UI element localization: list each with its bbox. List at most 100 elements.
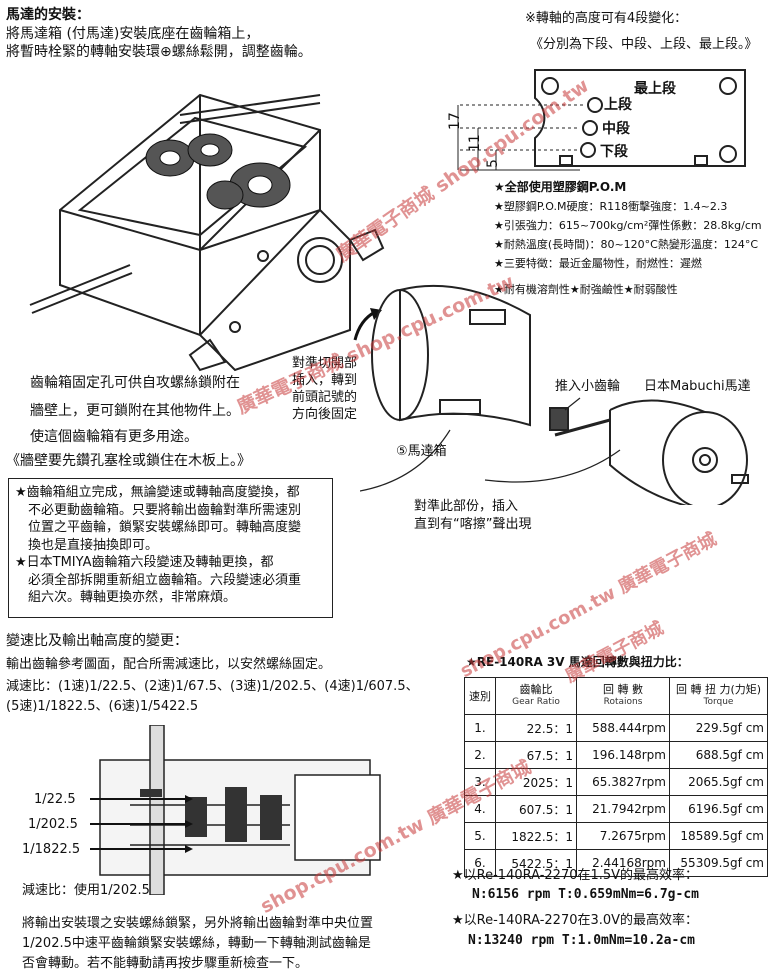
dim-17: 17 — [447, 112, 463, 130]
align-cut-text-4: 方向後固定 — [292, 407, 358, 422]
ratio-title: 變速比及輸出軸高度的變更： — [6, 633, 188, 649]
cell-ratio: 607.5：1 — [495, 795, 577, 823]
cell-no: 2. — [464, 741, 496, 769]
cell-ratio: 67.5：1 — [495, 741, 577, 769]
col-ratio-header: 齒輪比 Gear Ratio — [495, 677, 577, 715]
gearbox-illustration — [29, 93, 385, 372]
level-hole-upper — [587, 97, 603, 113]
cell-no: 1. — [464, 714, 496, 742]
note-line: 組六次。轉軸更換亦然，非常麻煩。 — [15, 590, 237, 605]
mounting-line-4: 《牆壁要先鑽孔塞栓或鎖住在木板上。》 — [6, 453, 251, 469]
note-line: ★日本TMIYA齒輪箱六段變速及轉軸更換，都 — [15, 555, 274, 570]
ratio-label-3: 1/1822.5 — [22, 842, 81, 857]
ratio-line-3: (5速)1/1822.5、(6速)1/5422.5 — [6, 699, 199, 714]
col-ratio-title: 齒輪比 — [519, 683, 553, 696]
cell-torque: 229.5gf cm — [669, 714, 768, 742]
cell-ratio: 5422.5：1 — [495, 849, 577, 877]
align-cut-text-2: 插入，轉到 — [292, 373, 358, 388]
table-row: 3. 2025：1 65.3827rpm 2065.5gf cm — [464, 768, 768, 796]
table-row: 1. 22.5：1 588.444rpm 229.5gf cm — [464, 714, 768, 742]
col-no-header: 速別 — [464, 677, 496, 715]
col-torque-header: 回 轉 扭 力(力矩) Torque — [669, 677, 768, 715]
bottom-line-3: 否會轉動。若不能轉動請再按步驟重新檢查一下。 — [22, 956, 309, 971]
col-rpm-header: 回 轉 數 Rotaions — [576, 677, 670, 715]
cell-ratio: 1822.5：1 — [495, 822, 577, 850]
level-hole-middle — [582, 120, 598, 136]
rpm-torque-table: 速別 齒輪比 Gear Ratio 回 轉 數 Rotaions 回 轉 扭 力… — [464, 677, 768, 877]
material-line-1: ★塑膠鋼P.O.M硬度：R118衝擊強度：1.4~2.3 — [494, 200, 728, 213]
efficiency-1v5-values: N:6156 rpm T:0.659mNm=6.7g-cm — [472, 887, 699, 902]
motor-label: 日本Mabuchi馬達 — [644, 379, 751, 394]
cell-torque: 6196.5gf cm — [669, 795, 768, 823]
material-line-2: ★引張強力：615~700kg/cm²彈性係數：28.8kg/cm — [494, 219, 762, 232]
cell-rpm: 65.3827rpm — [576, 768, 670, 796]
ratio-label-2: 1/202.5 — [28, 817, 78, 832]
shaft-height-levels-note: 《分別為下段、中段、上段、最上段。》 — [530, 37, 758, 52]
col-torque-subtitle: Torque — [703, 697, 734, 707]
note-line: 不必更動齒輪箱。只要將輸出齒輪對準所需速別 — [15, 502, 302, 518]
cell-no: 5. — [464, 822, 496, 850]
note-line: 必須全部拆開重新組立齒輪箱。六段變速必須重 — [15, 572, 302, 588]
note-line: 換也是直接抽換即可。 — [15, 537, 159, 553]
align-part-text-2: 直到有“喀擦”聲出現 — [414, 517, 532, 532]
pinion-gear — [549, 407, 569, 431]
motor-box — [399, 284, 531, 427]
level-lower: 下段 — [600, 144, 628, 160]
intro-line-1: 將馬達箱 (付馬達)安裝底座在齒輪箱上， — [6, 26, 260, 42]
table-row: 6. 5422.5：1 2.44168rpm 55309.5gf cm — [464, 849, 768, 877]
gears — [145, 133, 291, 210]
col-ratio-subtitle: Gear Ratio — [512, 697, 560, 707]
cell-torque: 688.5gf cm — [669, 741, 768, 769]
rpm-table-title: ★RE-140RA 3V 馬達回轉數與扭力比： — [466, 655, 689, 669]
align-cut-text-3: 前頭記號的 — [292, 390, 358, 405]
cell-ratio: 22.5：1 — [495, 714, 577, 742]
col-rpm-title: 回 轉 數 — [603, 683, 643, 696]
cell-torque: 55309.5gf cm — [669, 849, 768, 877]
motor-box-label: ⑤馬達箱 — [396, 444, 447, 459]
shaft-height-note: ※轉軸的高度可有4段變化： — [525, 11, 688, 26]
material-header: ★全部使用塑膠鋼P.O.M — [494, 180, 627, 194]
pinion-label: 推入小齒輪 — [555, 379, 621, 394]
mounting-line-2: 牆壁上，更可鎖附在其他物件上。 — [30, 403, 240, 419]
ratio-line-2: 減速比：(1速)1/22.5、(2速)1/67.5、(3速)1/202.5、(4… — [6, 679, 419, 694]
cell-torque: 18589.5gf cm — [669, 822, 768, 850]
cell-no: 6. — [464, 849, 496, 877]
efficiency-3v-label: ★以Re-140RA-2270在3.0V的最高效率： — [452, 913, 699, 928]
material-line-3: ★耐熱溫度(長時間)：80~120°C熱變形溫度：124°C — [494, 238, 759, 251]
table-row: 2. 67.5：1 196.148rpm 688.5gf cm — [464, 741, 768, 769]
intro-line-2: 將暫時栓緊的轉軸安裝環⊕螺絲鬆開，調整齒輪。 — [6, 44, 312, 60]
output-shaft — [149, 725, 165, 895]
top-shaft — [179, 94, 321, 116]
level-hole-lower — [580, 142, 596, 158]
shaft-hole — [297, 237, 343, 283]
motor-body — [662, 411, 748, 505]
bottom-line-2: 1/202.5中速平齒輪鎖緊安裝螺絲，轉動一下轉軸測試齒輪是 — [22, 936, 371, 951]
col-rpm-subtitle: Rotaions — [603, 697, 643, 707]
ratio-label-1: 1/22.5 — [34, 792, 76, 807]
cell-rpm: 2.44168rpm — [576, 849, 670, 877]
motor-illustration — [360, 284, 749, 505]
table-header-row: 速別 齒輪比 Gear Ratio 回 轉 數 Rotaions 回 轉 扭 力… — [464, 677, 768, 715]
col-torque-title: 回 轉 扭 力(力矩) — [675, 683, 762, 696]
section-title: 馬達的安裝： — [6, 7, 90, 23]
table-row: 5. 1822.5：1 7.2675rpm 18589.5gf cm — [464, 822, 768, 850]
ratio-used-label: 減速比：使用1/202.5 — [22, 883, 150, 898]
ratio-line-1: 輸出齒輪參考圖面，配合所需減速比，以安然螺絲固定。 — [6, 657, 332, 672]
cell-no: 3. — [464, 768, 496, 796]
cell-torque: 2065.5gf cm — [669, 768, 768, 796]
cell-rpm: 21.7942rpm — [576, 795, 670, 823]
level-middle: 中段 — [602, 121, 630, 137]
note-line: 位置之平齒輪，鎖緊安裝螺絲即可。轉軸高度變 — [15, 520, 302, 535]
efficiency-1v5-label: ★以Re-140RA-2270在1.5V的最高效率： — [452, 868, 699, 883]
material-line-4: ★三要特徵：最近金屬物性，耐燃性：遲燃 — [494, 257, 702, 270]
efficiency-3v-values: N:13240 rpm T:1.0mNm=10.2a-cm — [468, 933, 695, 948]
bracket-outline — [534, 69, 746, 167]
cell-rpm: 7.2675rpm — [576, 822, 670, 850]
note-line: ★齒輪箱組立完成，無論變速或轉軸高度變換，都 — [15, 485, 300, 500]
left-shaft — [29, 264, 131, 306]
gearbox-body — [59, 93, 321, 337]
mounting-line-1: 齒輪箱固定孔可供自攻螺絲鎖附在 — [30, 375, 240, 391]
shaft-height-diagram — [457, 69, 746, 171]
align-part-text-1: 對準此部份，插入 — [414, 499, 519, 514]
side-plate — [199, 208, 351, 372]
